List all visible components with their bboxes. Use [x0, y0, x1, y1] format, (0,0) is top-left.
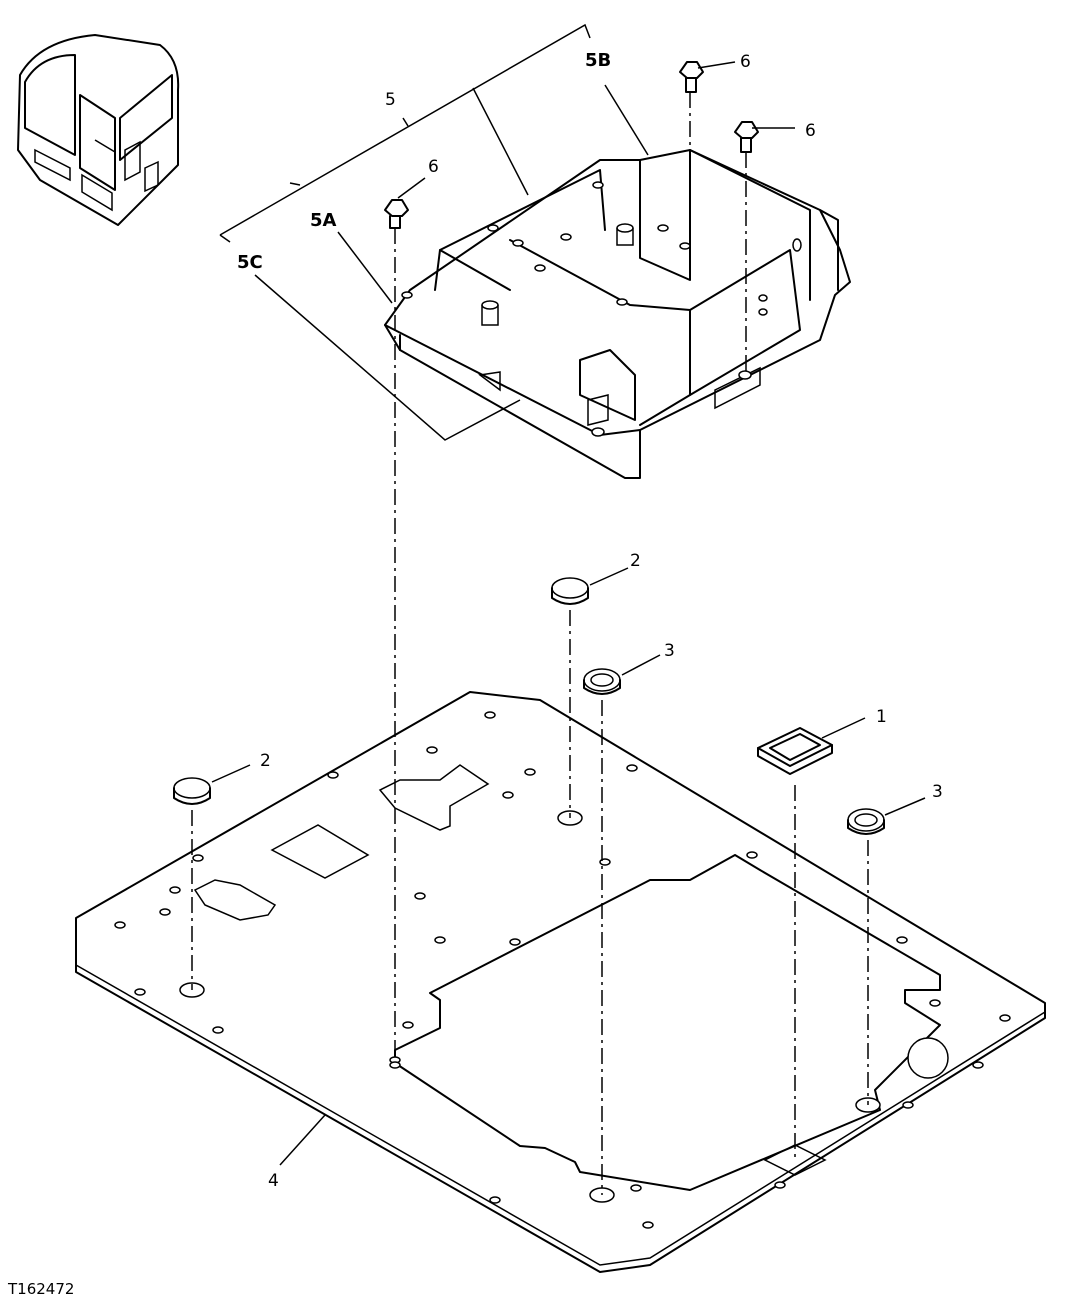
callout-5b: 5B: [585, 50, 611, 71]
callout-3-right: 3: [932, 782, 943, 802]
plug-2-left: [173, 777, 211, 805]
bolt-6-top: [679, 61, 704, 93]
callout-2-left: 2: [260, 751, 271, 771]
console-box-assembly: [384, 149, 851, 479]
figure-id: T162472: [8, 1280, 75, 1298]
grommet-3-right: [847, 808, 885, 835]
floor-plate: [75, 691, 1046, 1273]
callout-6-right: 6: [805, 121, 816, 141]
callout-6-top: 6: [740, 52, 751, 72]
cab-locator-thumbnail: [17, 34, 180, 226]
bolt-6-left: [384, 199, 409, 229]
callout-5a: 5A: [310, 210, 337, 231]
callout-2-upper: 2: [630, 551, 641, 571]
bolt-6-right: [734, 121, 759, 153]
seal-1: [757, 727, 833, 775]
callout-6-left: 6: [428, 157, 439, 177]
grommet-3-center: [583, 668, 621, 695]
callout-5c: 5C: [237, 252, 263, 273]
callout-5: 5: [385, 90, 396, 110]
assembly-centerlines: [191, 92, 869, 1195]
callout-leaders: [211, 23, 926, 1166]
callout-1: 1: [876, 707, 887, 727]
plug-2-upper: [551, 577, 589, 605]
callout-3-center: 3: [664, 641, 675, 661]
callout-4: 4: [268, 1171, 279, 1191]
